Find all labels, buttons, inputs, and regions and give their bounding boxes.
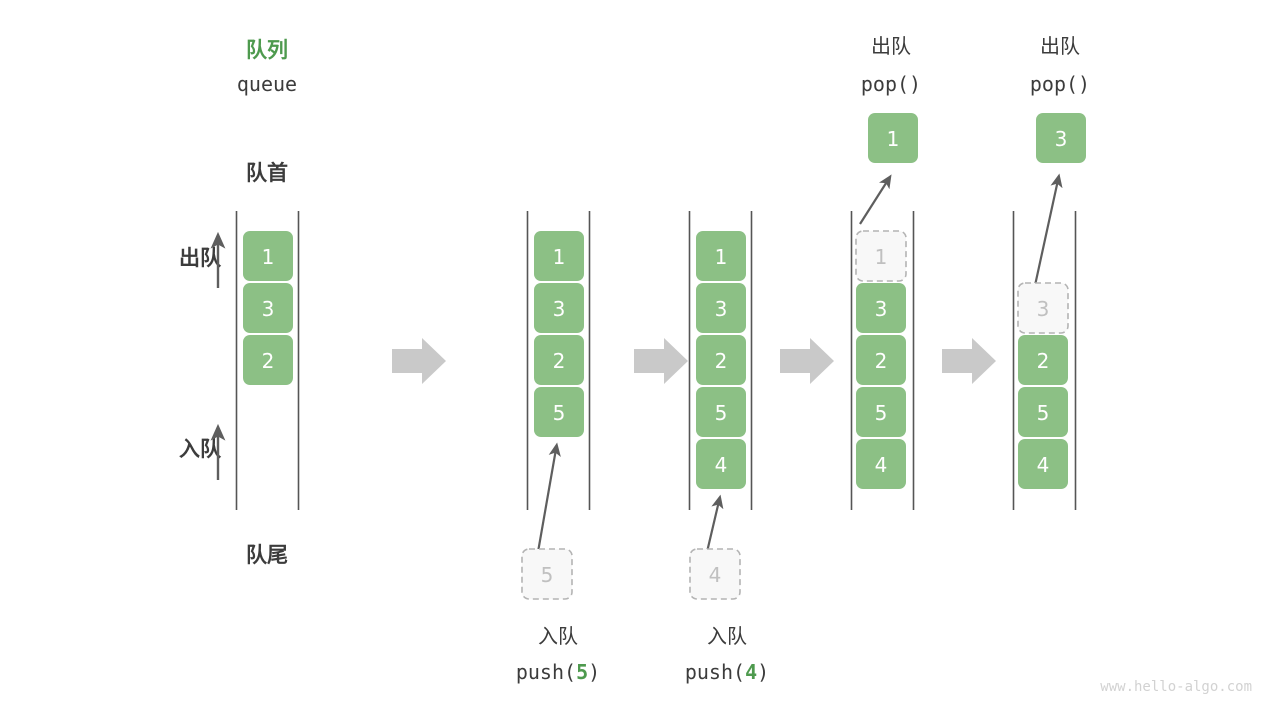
popped-cell-value: 1 xyxy=(887,127,900,151)
push-caption-arg: 5 xyxy=(576,660,588,684)
push-caption-arg: 4 xyxy=(745,660,757,684)
watermark: www.hello-algo.com xyxy=(1100,679,1252,695)
popped-ghost-cell: 3 xyxy=(1017,282,1069,334)
stage-push-4: 1 3 2 5 4 4 xyxy=(685,211,769,684)
push-caption-prefix: push( xyxy=(516,660,576,684)
push-caption-prefix: push( xyxy=(685,660,745,684)
queue-cell: 5 xyxy=(1018,387,1068,437)
incoming-ghost-cell: 5 xyxy=(521,548,573,600)
cell-value: 2 xyxy=(553,349,566,373)
stage-pop-1: 出队 pop() 1 1 3 2 5 xyxy=(850,34,921,510)
queue-front-label: 队首 xyxy=(246,161,288,185)
queue-cell: 1 xyxy=(534,231,584,281)
cell-value: 3 xyxy=(875,297,888,321)
push-caption-cn: 入队 xyxy=(538,624,578,648)
diagram-title-cn: 队列 xyxy=(246,38,288,62)
queue-cell: 2 xyxy=(243,335,293,385)
popped-cell-value: 3 xyxy=(1055,127,1068,151)
pop-header-code: pop() xyxy=(1030,72,1090,96)
popped-ghost-cell: 1 xyxy=(855,230,907,282)
cell-value: 4 xyxy=(1037,453,1050,477)
pop-header-cn: 出队 xyxy=(871,34,911,58)
cell-value: 5 xyxy=(715,401,728,425)
cell-value: 1 xyxy=(553,245,566,269)
cell-value: 2 xyxy=(875,349,888,373)
dequeue-direction-label: 出队 xyxy=(179,246,222,270)
queue-cell: 3 xyxy=(243,283,293,333)
incoming-ghost-cell: 4 xyxy=(689,548,741,600)
step-transition-arrow-icon xyxy=(780,338,834,384)
queue-cell: 4 xyxy=(1018,439,1068,489)
queue-cell: 2 xyxy=(856,335,906,385)
popped-cell: 3 xyxy=(1036,113,1086,163)
cell-value: 5 xyxy=(1037,401,1050,425)
cell-value: 2 xyxy=(1037,349,1050,373)
queue-cell: 1 xyxy=(243,231,293,281)
queue-cell: 5 xyxy=(696,387,746,437)
cell-value: 3 xyxy=(262,297,275,321)
queue-cell: 3 xyxy=(856,283,906,333)
stage-push-5: 1 3 2 5 5 入队 push(5) xyxy=(516,211,600,684)
cell-value: 5 xyxy=(553,401,566,425)
cell-value: 3 xyxy=(553,297,566,321)
queue-cell: 3 xyxy=(696,283,746,333)
diagram-title-en: queue xyxy=(237,72,297,96)
ghost-cell-value: 5 xyxy=(541,563,554,587)
cell-value: 5 xyxy=(875,401,888,425)
pop-header-code: pop() xyxy=(861,72,921,96)
cell-value: 4 xyxy=(875,453,888,477)
queue-cell: 2 xyxy=(1018,335,1068,385)
stage-pop-3: 出队 pop() 3 3 2 5 4 xyxy=(1012,34,1090,510)
pop-flow-arrow-icon xyxy=(859,174,892,225)
cell-value: 3 xyxy=(715,297,728,321)
push-caption-cn: 入队 xyxy=(707,624,747,648)
push-caption-suffix: ) xyxy=(588,660,600,684)
cell-value: 1 xyxy=(262,245,275,269)
popped-cell: 1 xyxy=(868,113,918,163)
queue-cell: 1 xyxy=(696,231,746,281)
queue-cell: 2 xyxy=(534,335,584,385)
ghost-cell-value: 3 xyxy=(1037,297,1050,321)
step-transition-arrow-icon xyxy=(392,338,446,384)
enqueue-direction-label: 入队 xyxy=(179,437,222,461)
queue-cell: 3 xyxy=(534,283,584,333)
queue-rear-label: 队尾 xyxy=(246,543,288,567)
cell-value: 2 xyxy=(715,349,728,373)
push-flow-arrow-icon xyxy=(705,494,724,553)
cell-value: 2 xyxy=(262,349,275,373)
cell-value: 1 xyxy=(715,245,728,269)
queue-cell: 4 xyxy=(856,439,906,489)
pop-header-cn: 出队 xyxy=(1040,34,1080,58)
push-flow-arrow-icon xyxy=(536,442,561,553)
queue-cell-new: 4 xyxy=(696,439,746,489)
push-caption-suffix: ) xyxy=(757,660,769,684)
queue-cell: 5 xyxy=(856,387,906,437)
stage-initial: 1 3 2 xyxy=(235,211,300,510)
step-transition-arrow-icon xyxy=(634,338,688,384)
step-transition-arrow-icon xyxy=(942,338,996,384)
cell-value: 4 xyxy=(715,453,728,477)
push-caption-code: push(4) xyxy=(685,660,769,684)
ghost-cell-value: 1 xyxy=(875,245,888,269)
push-caption-code: push(5) xyxy=(516,660,600,684)
pop-flow-arrow-icon xyxy=(1032,173,1063,291)
queue-cell: 2 xyxy=(696,335,746,385)
ghost-cell-value: 4 xyxy=(709,563,722,587)
queue-cell-new: 5 xyxy=(534,387,584,437)
